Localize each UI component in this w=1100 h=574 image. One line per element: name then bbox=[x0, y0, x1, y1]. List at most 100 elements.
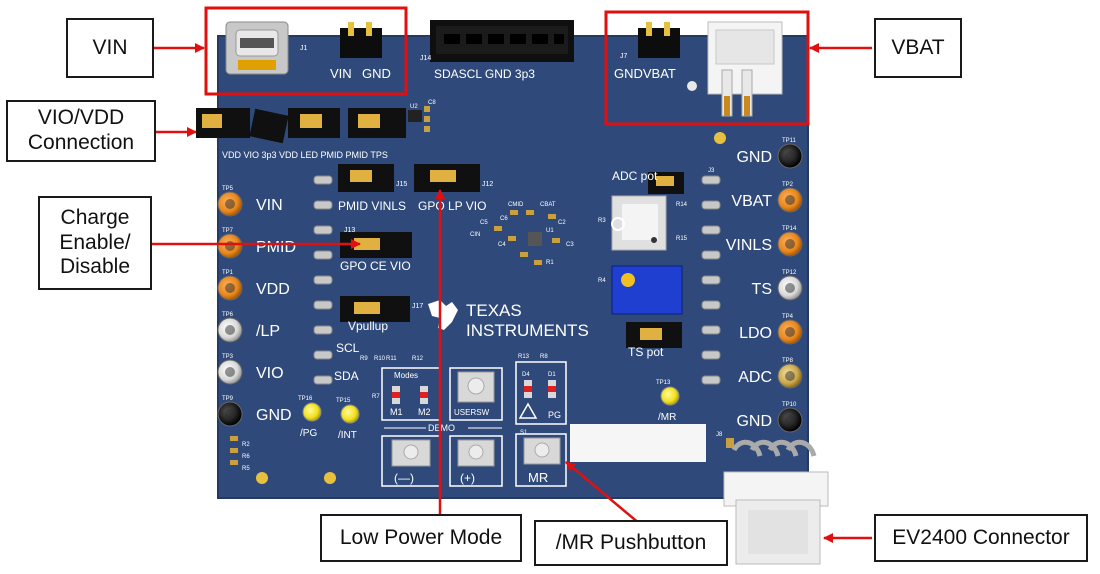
mr-pushbutton[interactable] bbox=[515, 433, 567, 487]
j17-label: J17 bbox=[412, 303, 423, 310]
sda-label: SDA bbox=[334, 369, 359, 383]
jumper-header-j7 bbox=[638, 22, 680, 58]
r6-label: R6 bbox=[242, 454, 250, 460]
j12-label: J12 bbox=[482, 181, 493, 188]
logo-line2: INSTRUMENTS bbox=[466, 321, 589, 340]
bottom-left-resistors bbox=[230, 132, 726, 484]
j7-pins-label: GNDVBAT bbox=[614, 66, 676, 81]
r10-label: R10 bbox=[374, 356, 386, 362]
header-j14 bbox=[430, 20, 574, 62]
c3-label: C3 bbox=[566, 242, 574, 248]
test-point-label: GND bbox=[256, 407, 292, 424]
charger-ic-area bbox=[494, 210, 560, 265]
vio-vdd-line2: Connection bbox=[27, 131, 135, 154]
right-pin-row bbox=[701, 175, 721, 385]
j17-pins-label: Vpullup bbox=[348, 319, 388, 333]
right-header-pin bbox=[701, 175, 721, 185]
vio-vdd-callout: VIO/VDD Connection bbox=[6, 100, 156, 162]
pg-led-label: PG bbox=[548, 410, 561, 420]
right-header-pin bbox=[701, 375, 721, 385]
j15-pins-label: PMID VINLS bbox=[338, 199, 406, 213]
test-point-id: TP4 bbox=[782, 314, 794, 320]
test-point-tp15[interactable] bbox=[340, 404, 360, 424]
mr-arrow bbox=[565, 461, 641, 525]
test-point-id: TP6 bbox=[222, 312, 234, 318]
vin-highlight-box bbox=[204, 6, 408, 96]
status-led-box bbox=[515, 361, 567, 425]
j1-label: J1 bbox=[300, 45, 308, 52]
test-point-label: PMID bbox=[256, 239, 296, 256]
ti-logo bbox=[428, 300, 458, 330]
m1-label: M1 bbox=[390, 407, 403, 417]
r5-label: R5 bbox=[242, 466, 250, 472]
d1-label: D1 bbox=[548, 372, 556, 378]
r3-label: R3 bbox=[598, 218, 606, 224]
test-point-id: TP3 bbox=[222, 354, 234, 360]
battery-connector bbox=[707, 21, 783, 117]
right-header-pin bbox=[701, 300, 721, 310]
j14-label: J14 bbox=[420, 55, 431, 62]
test-point-tp13[interactable] bbox=[660, 386, 680, 406]
test-point-label: GND bbox=[736, 149, 772, 166]
jumper-j15 bbox=[338, 164, 394, 192]
test-point-hole bbox=[785, 327, 795, 337]
low-power-callout: Low Power Mode bbox=[320, 514, 522, 562]
left-header-pin bbox=[313, 250, 333, 260]
demo-label: DEMO bbox=[428, 423, 455, 433]
j13-label: J13 bbox=[344, 227, 355, 234]
right-header-pin bbox=[701, 225, 721, 235]
blank-label bbox=[570, 424, 706, 462]
c8-label: C8 bbox=[428, 100, 436, 106]
left-pin-row bbox=[313, 175, 333, 385]
test-point-label: VIO bbox=[256, 365, 284, 382]
j13-pins-label: GPO CE VIO bbox=[340, 259, 411, 273]
test-point-label: VIN bbox=[256, 197, 283, 214]
ts-pot-label: TS pot bbox=[628, 345, 664, 359]
left-header-pin bbox=[313, 325, 333, 335]
test-point-hole bbox=[785, 195, 795, 205]
r8-label: R8 bbox=[540, 354, 548, 360]
vin-callout-text: VIN bbox=[92, 35, 128, 59]
c5-label: C5 bbox=[480, 220, 488, 226]
minus-label: (—) bbox=[394, 471, 414, 485]
usersw-button[interactable] bbox=[449, 367, 503, 421]
test-point-label: VDD bbox=[256, 281, 290, 298]
mr-button-label: MR bbox=[528, 470, 548, 485]
ts-trim-pot bbox=[611, 265, 683, 315]
r1-label: R1 bbox=[546, 260, 554, 266]
test-point-label: ADC bbox=[738, 369, 772, 386]
cin-label: CIN bbox=[470, 232, 480, 238]
jumper-j17 bbox=[340, 296, 410, 322]
logo-line1: TEXAS bbox=[466, 301, 522, 320]
test-point-id: TP8 bbox=[782, 358, 794, 364]
j4-gnd-label: GND bbox=[362, 66, 391, 81]
r15-label: R15 bbox=[676, 236, 688, 242]
test-point-id: TP13 bbox=[656, 380, 671, 386]
charge-line1: Charge bbox=[60, 205, 130, 229]
plus-button[interactable] bbox=[449, 435, 503, 487]
test-point-hole bbox=[225, 241, 235, 251]
minus-button[interactable] bbox=[381, 435, 441, 487]
r12-label: R12 bbox=[412, 356, 424, 362]
c6-label: C6 bbox=[500, 216, 508, 222]
vbat-highlight-box bbox=[604, 10, 810, 126]
right-test-points: TP11GNDTP2VBATTP14VINLSTP12TSTP4LDOTP8AD… bbox=[726, 138, 803, 433]
test-point-id: TP15 bbox=[336, 398, 351, 404]
test-point-id: TP11 bbox=[782, 138, 797, 144]
u1-label: U1 bbox=[546, 228, 554, 234]
test-point-id: TP2 bbox=[782, 182, 794, 188]
vio-vdd-pin-labels: VDD VIO 3p3 VDD LED PMID PMID TPS bbox=[222, 150, 388, 160]
right-header-pin bbox=[701, 325, 721, 335]
j8-label: J8 bbox=[716, 432, 723, 438]
j12-pins-label: GPO LP VIO bbox=[418, 199, 486, 213]
test-point-hole bbox=[785, 371, 795, 381]
vbat-callout: VBAT bbox=[874, 18, 962, 78]
cbat-label: CBAT bbox=[540, 202, 556, 208]
test-point-tp16[interactable] bbox=[302, 402, 322, 422]
test-point-hole bbox=[225, 283, 235, 293]
vio-vdd-jumpers bbox=[196, 106, 430, 144]
plus-label: (+) bbox=[460, 471, 475, 485]
test-point-hole bbox=[225, 199, 235, 209]
